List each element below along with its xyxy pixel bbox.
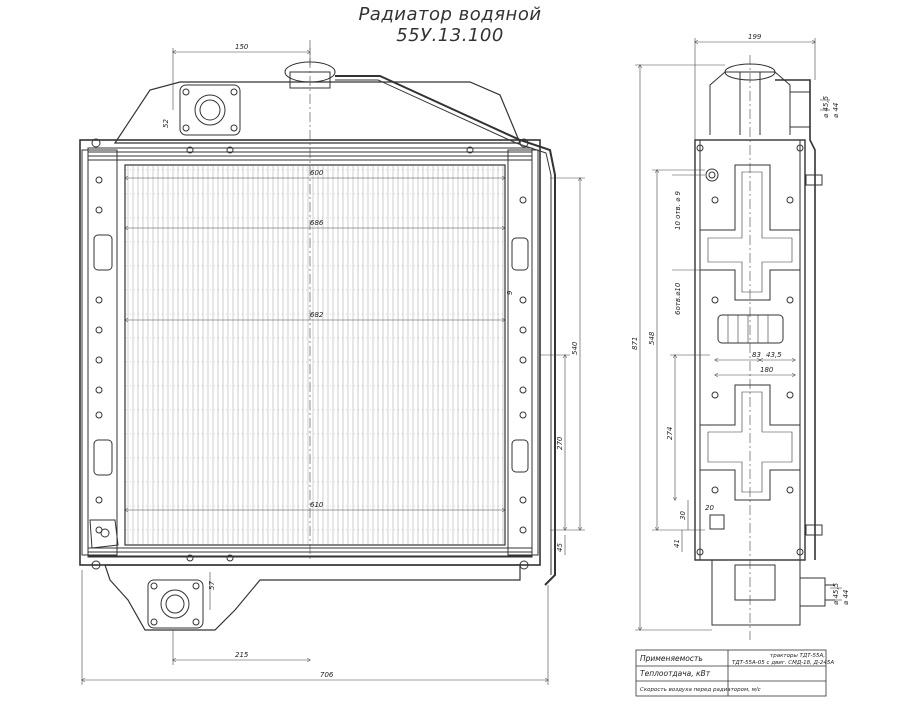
table-row-applicability-label: Применяемость (640, 654, 703, 663)
dim-30: 30 (679, 511, 687, 520)
left-side-rail (81, 149, 118, 556)
side-dimensions (635, 38, 842, 640)
upper-inlet-pipe (194, 94, 226, 126)
front-view (79, 61, 556, 631)
front-dimension-labels: 150 52 600 686 682 610 540 270 9 45 57 2… (162, 43, 579, 679)
table-row-air-speed-label: Скорость воздуха перед радиатором, м/с (640, 687, 761, 693)
left-rail-holes (93, 176, 113, 534)
dim-57: 57 (208, 581, 216, 590)
dim-diameter-44-top: ⌀ 44 (832, 103, 840, 118)
dim-180: 180 (760, 366, 774, 374)
drawing-title: Радиатор водяной 55У.13.100 (358, 4, 542, 46)
right-side-rail (507, 149, 539, 556)
lower-outlet-flange (147, 579, 204, 629)
dim-diameter-45-5-top: ⌀ 45,5 (822, 95, 830, 118)
spec-table-text: Применяемость тракторы ТДТ-55А, ТДТ-55А-… (640, 653, 834, 693)
radiator-core (124, 164, 506, 546)
dim-43-5: 43,5 (766, 351, 782, 359)
dim-548: 548 (648, 331, 656, 345)
side-view (694, 63, 835, 626)
dim-540: 540 (571, 341, 579, 355)
dim-diameter-44-bottom: ⌀ 44 (842, 590, 850, 605)
dim-150: 150 (235, 43, 249, 51)
upper-cross-bracket (699, 164, 801, 301)
note-holes-10: 6отв.⌀10 (674, 282, 682, 315)
spec-table (635, 649, 827, 697)
dim-41: 41 (673, 539, 681, 548)
lower-cross-bracket (699, 384, 801, 501)
dim-199: 199 (748, 33, 762, 41)
dim-871: 871 (631, 337, 639, 350)
dim-686: 686 (310, 219, 324, 227)
lower-tank (104, 564, 521, 631)
dim-9: 9 (506, 290, 514, 295)
dim-45: 45 (556, 543, 564, 552)
table-row-applicability-value-2: ТДТ-55А-05 с двиг. СМД-18, Д-245А (732, 660, 834, 666)
center-block (717, 314, 784, 344)
table-row-applicability-value-1: тракторы ТДТ-55А, (770, 653, 825, 659)
dim-600: 600 (310, 169, 324, 177)
dim-706: 706 (320, 671, 334, 679)
table-row-heat-label: Теплоотдача, кВт (640, 669, 711, 678)
upper-inlet-flange (179, 84, 241, 136)
dim-52: 52 (162, 119, 170, 128)
right-rail-holes (511, 196, 529, 534)
dim-215: 215 (235, 651, 249, 659)
dim-682: 682 (310, 311, 324, 319)
dim-diameter-45-5-bottom: ⌀ 45,5 (832, 582, 840, 605)
dim-274: 274 (666, 427, 674, 440)
side-outlet (711, 559, 801, 626)
dim-83: 83 (752, 351, 761, 359)
front-dimensions (82, 40, 585, 685)
dim-20: 20 (705, 504, 714, 512)
dim-270: 270 (556, 436, 564, 450)
dim-610: 610 (310, 501, 324, 509)
note-holes-9: 10 отв. ⌀ 9 (674, 190, 682, 230)
side-dimension-labels: 199 871 548 274 30 41 20 180 83 43,5 ⌀ 4… (631, 33, 850, 605)
overflow-pipe (335, 75, 556, 586)
